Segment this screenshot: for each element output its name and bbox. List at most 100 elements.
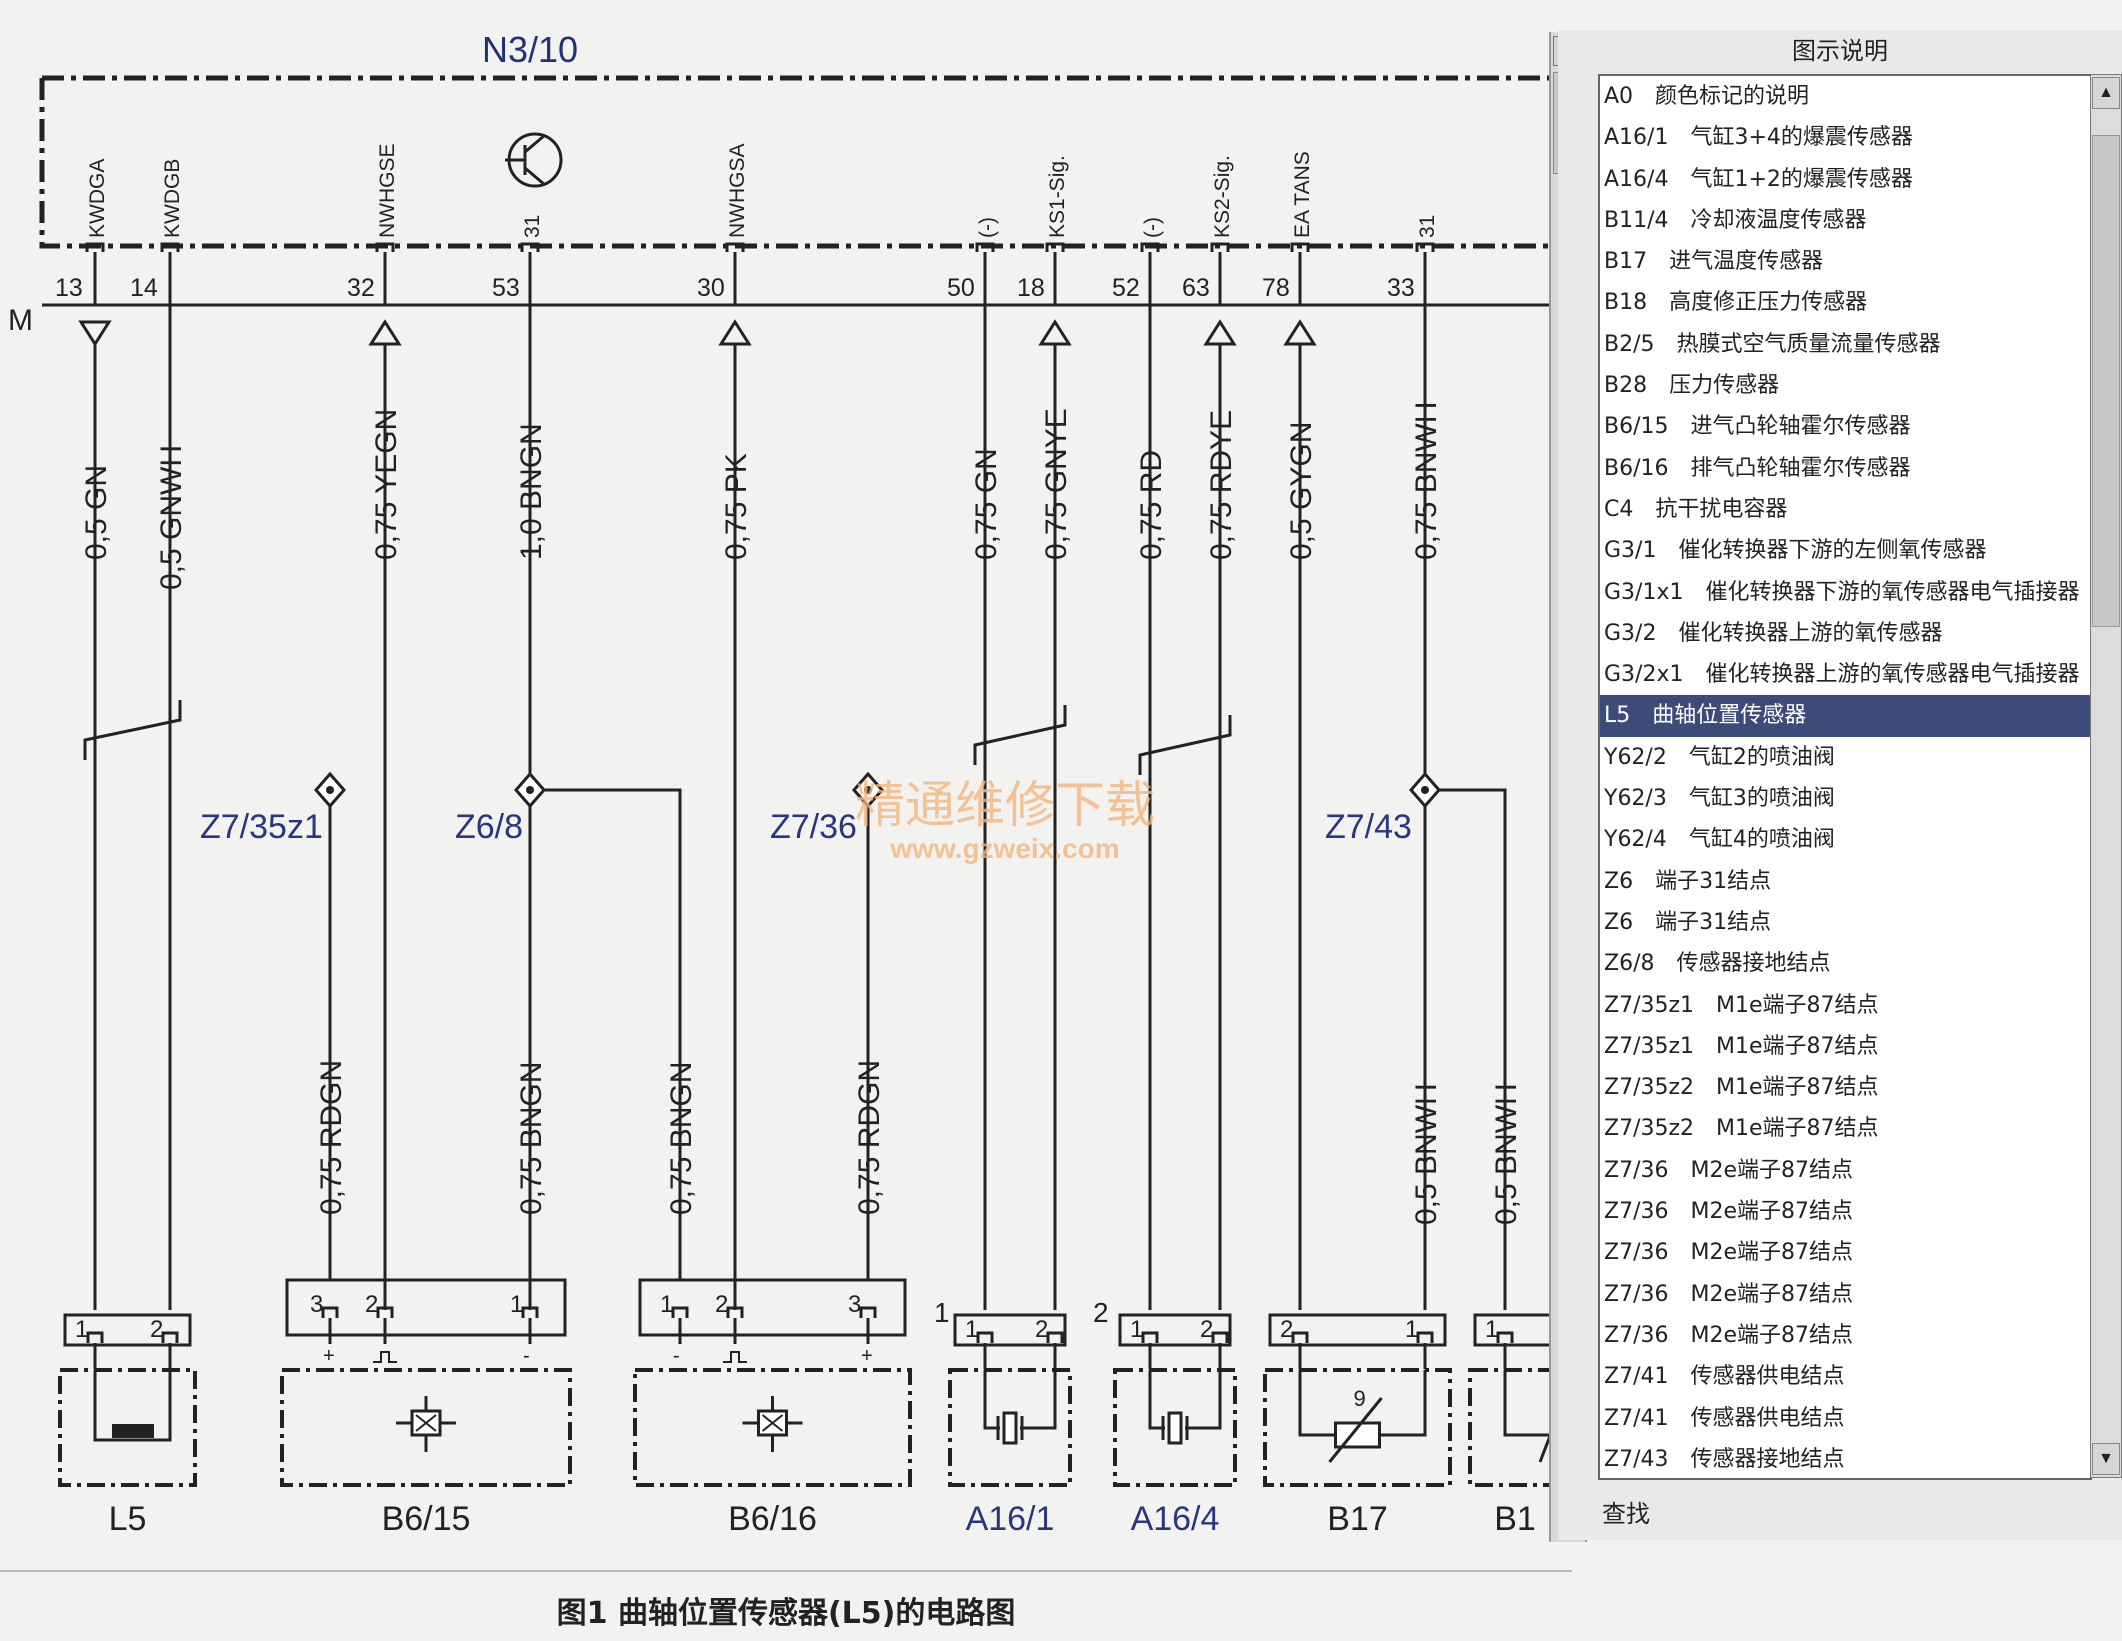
component-label: B1 bbox=[1494, 1500, 1536, 1538]
legend-list-item[interactable]: B6/15 进气凸轮轴霍尔传感器 bbox=[1604, 414, 1911, 440]
legend-list-item[interactable]: Z7/36 M2e端子87结点 bbox=[1604, 1157, 1853, 1183]
legend-list-item[interactable]: B18 高度修正压力传感器 bbox=[1604, 290, 1868, 316]
legend-list-item[interactable]: B28 压力传感器 bbox=[1604, 373, 1780, 399]
pin-number: 33 bbox=[1387, 274, 1415, 302]
legend-list-item[interactable]: Z7/43 传感器接地结点 bbox=[1604, 1446, 1845, 1472]
legend-list-item[interactable]: B11/4 冷却液温度传感器 bbox=[1604, 207, 1867, 233]
pin-tag: EA TANS bbox=[1291, 151, 1314, 238]
legend-list-item[interactable]: G3/2 催化转换器上游的氧传感器 bbox=[1604, 620, 1943, 646]
pin-tag: (-) bbox=[1141, 217, 1164, 238]
search-label[interactable]: 查找 bbox=[1602, 1500, 1650, 1528]
branch-wire bbox=[1439, 788, 1507, 1310]
legend-list-item[interactable]: Z7/36 M2e端子87结点 bbox=[1604, 1240, 1853, 1266]
caption-divider bbox=[0, 1570, 1572, 1572]
watermark-line1: 精通维修下载 bbox=[855, 776, 1155, 834]
legend-list-item[interactable]: Z7/35z2 M1e端子87结点 bbox=[1604, 1075, 1879, 1101]
scroll-down-arrow-icon[interactable]: ▼ bbox=[2092, 1443, 2120, 1475]
component-label: L5 bbox=[109, 1500, 147, 1538]
pin-3: 31 53 bbox=[492, 215, 544, 305]
side-number: 1 bbox=[934, 1297, 950, 1328]
legend-list-item[interactable]: Z6 端子31结点 bbox=[1604, 868, 1772, 894]
wire-6: 0,75 GNYE bbox=[1040, 344, 1073, 1310]
wire-label-lower: 0,75 BNGN bbox=[515, 1062, 548, 1215]
legend-list-item[interactable]: G3/1 催化转换器下游的左侧氧传感器 bbox=[1604, 538, 1987, 564]
legend-list-item[interactable]: Z6 端子31结点 bbox=[1604, 909, 1772, 935]
wire-label: 0,75 RDYE bbox=[1205, 410, 1238, 560]
pin-number: 53 bbox=[492, 274, 520, 302]
legend-list-item[interactable]: A16/1 气缸3+4的爆震传感器 bbox=[1604, 125, 1913, 151]
arrow-up-icon bbox=[1038, 319, 1072, 346]
legend-list-item[interactable]: C4 抗干扰电容器 bbox=[1604, 496, 1788, 522]
connector-pin-number: 1 bbox=[75, 1316, 88, 1343]
scroll-up-arrow-icon[interactable]: ▲ bbox=[2092, 77, 2120, 109]
legend-panel-title: 图示说明 bbox=[1792, 37, 1888, 65]
legend-list-item[interactable]: B6/16 排气凸轮轴霍尔传感器 bbox=[1604, 455, 1911, 481]
wire-4: 0,75 PK bbox=[720, 344, 753, 1310]
wire-1: 0,5 GNWH bbox=[155, 305, 188, 1310]
pin-tag: (-) bbox=[976, 217, 999, 238]
legend-list-item[interactable]: Z7/35z2 M1e端子87结点 bbox=[1604, 1116, 1879, 1142]
component-label: A16/4 bbox=[1131, 1500, 1220, 1538]
legend-list[interactable]: A0 颜色标记的说明 A16/1 气缸3+4的爆震传感器 A16/4 气缸1+2的爆… bbox=[1598, 74, 2092, 1480]
wire-7: 0,75 RD bbox=[1135, 305, 1168, 1310]
junction-node: Z7/43 bbox=[1325, 771, 1441, 846]
legend-list-item[interactable]: B2/5 热膜式空气质量流量传感器 bbox=[1604, 331, 1941, 357]
wire-label-lower: 0,75 BNGN bbox=[665, 1062, 698, 1215]
legend-list-item[interactable]: Z7/41 传感器供电结点 bbox=[1604, 1364, 1845, 1390]
legend-list-item[interactable]: B17 进气温度传感器 bbox=[1604, 249, 1824, 275]
legend-list-item[interactable]: Z7/41 传感器供电结点 bbox=[1604, 1405, 1845, 1431]
control-unit-title: N3/10 bbox=[482, 29, 578, 70]
side-number: 2 bbox=[1093, 1297, 1109, 1328]
legend-list-item[interactable]: Y62/3 气缸3的喷油阀 bbox=[1604, 786, 1835, 812]
wire-label: 0,75 PK bbox=[720, 453, 753, 560]
legend-list-item[interactable]: Z7/35z1 M1e端子87结点 bbox=[1604, 992, 1879, 1018]
connector-pin-number: 2 bbox=[1200, 1316, 1213, 1343]
node-label: Z7/35z1 bbox=[200, 808, 323, 846]
legend-list-item[interactable]: L5 曲轴位置传感器 bbox=[1600, 695, 2090, 737]
pin-tag: KWDGA bbox=[86, 159, 109, 238]
wire-label: 0,75 RD bbox=[1135, 450, 1168, 560]
twisted-pair-mark bbox=[83, 700, 182, 760]
legend-list-item[interactable]: Z7/36 M2e端子87结点 bbox=[1604, 1322, 1853, 1348]
wire-9: 0,5 GYGN bbox=[1285, 344, 1318, 1310]
legend-scroll-thumb[interactable] bbox=[2092, 135, 2120, 627]
arrow-up-icon bbox=[718, 319, 752, 346]
legend-list-item[interactable]: G3/1x1 催化转换器下游的氧传感器电气插接器 bbox=[1604, 579, 2080, 605]
wire-label: 0,75 BNWH bbox=[1410, 402, 1443, 560]
pin-tag: 31 bbox=[521, 215, 544, 238]
wire-label: 0,5 GNWH bbox=[155, 445, 188, 590]
wire-label: 0,75 YEGN bbox=[370, 409, 403, 560]
pin-tag: 31 bbox=[1416, 215, 1439, 238]
pin-tag: KS2-Sig. bbox=[1211, 155, 1234, 238]
pin-number: 30 bbox=[697, 274, 725, 302]
legend-list-item[interactable]: Y62/2 气缸2的喷油阀 bbox=[1604, 744, 1835, 770]
transistor-icon bbox=[505, 132, 563, 188]
wiring-diagram: N3/10 M KWDGA13KWDGB14NWHGSE323153NWHGSA… bbox=[8, 29, 1562, 1538]
legend-list-item[interactable]: Z7/35z1 M1e端子87结点 bbox=[1604, 1033, 1879, 1059]
junction-node: Z7/36 bbox=[770, 771, 884, 846]
connector-pin-number: 2 bbox=[1280, 1316, 1293, 1343]
legend-list-item[interactable]: Z6/8 传感器接地结点 bbox=[1604, 951, 1831, 977]
wire-2: 0,75 YEGN bbox=[370, 344, 403, 1310]
legend-list-item[interactable]: Y62/4 气缸4的喷油阀 bbox=[1604, 827, 1835, 853]
junction-node: Z7/35z1 bbox=[200, 771, 346, 846]
component-label: B6/15 bbox=[382, 1500, 471, 1538]
wire-label: 0,75 GNYE bbox=[1040, 408, 1073, 560]
legend-scrollbar[interactable]: ▲ ▼ bbox=[2090, 74, 2122, 1478]
legend-list-item[interactable]: Z7/36 M2e端子87结点 bbox=[1604, 1199, 1853, 1225]
legend-list-item[interactable]: Z7/36 M2e端子87结点 bbox=[1604, 1281, 1853, 1307]
legend-list-item[interactable]: G3/2x1 催化转换器上游的氧传感器电气插接器 bbox=[1604, 662, 2080, 688]
pins-layer: KWDGA13KWDGB14NWHGSE323153NWHGSA30(-)50K… bbox=[55, 144, 1439, 347]
pin-5: (-)50 bbox=[947, 217, 999, 305]
legend-list-item[interactable]: A0 颜色标记的说明 bbox=[1604, 84, 1810, 109]
legend-list-item[interactable]: A16/4 气缸1+2的爆震传感器 bbox=[1604, 166, 1913, 192]
pin-number: 32 bbox=[347, 274, 375, 302]
wire-10: 0,75 BNWH bbox=[1410, 305, 1443, 790]
connector-pin-number: 1 bbox=[660, 1291, 673, 1318]
